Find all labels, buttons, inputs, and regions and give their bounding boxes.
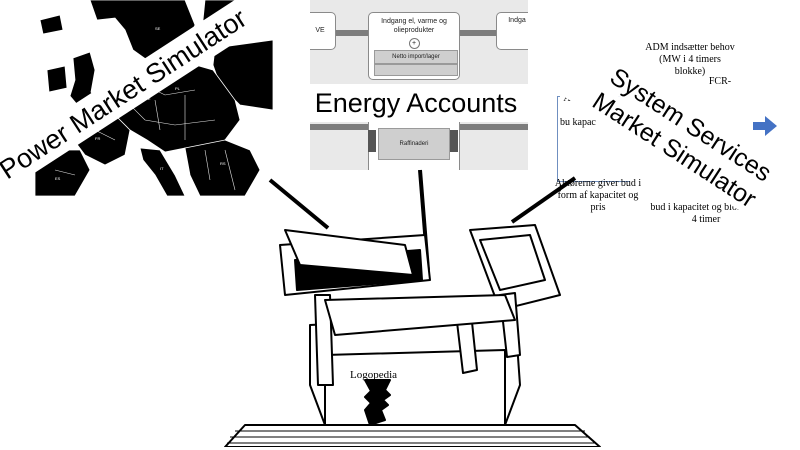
fcr-label: FCR- — [708, 76, 732, 87]
indgang-box-title: Indgang el, varme og olieprodukter — [381, 18, 447, 34]
map-region-balkans — [184, 139, 261, 196]
svg-text:PL: PL — [175, 86, 181, 91]
svg-text:ES: ES — [55, 176, 61, 181]
partial-box-text: bu kapac — [560, 117, 596, 128]
toolbox-logo-text: Logopedia — [350, 369, 397, 381]
map-region-north-sea-islands — [39, 14, 64, 35]
svg-text:SE: SE — [155, 26, 161, 31]
toolbox-body-front — [324, 349, 506, 426]
netto-import-row-2 — [374, 64, 458, 76]
toolbox-left-lid — [284, 229, 414, 276]
actors-bid-text: Aktørerne giver bud i form af kapacitet … — [554, 178, 642, 213]
toolbox-floor-hatching — [227, 430, 595, 444]
ve-box-label: VE — [315, 27, 325, 34]
toolbox-left-arm — [314, 294, 334, 386]
refinery-left-port — [368, 130, 376, 152]
toolbox-illustration: Logopedia — [224, 224, 601, 447]
toolbox-middle-tray — [324, 294, 516, 336]
refinery-right-port — [450, 130, 458, 152]
svg-text:NO: NO — [95, 36, 101, 41]
svg-text:RS: RS — [220, 161, 226, 166]
indgang-right-box: Indga — [496, 12, 528, 50]
map-region-italy — [139, 147, 186, 196]
map-region-ireland — [46, 65, 68, 93]
adm-demand-text: ADM indsætter behov (MW i 4 timers blokk… — [645, 42, 735, 77]
energy-accounts-title: Energy Accounts — [294, 84, 538, 122]
indgang-right-label: Indga — [508, 17, 526, 24]
toolbox-right-tray-inner — [479, 234, 546, 291]
add-plus-icon[interactable]: + — [408, 38, 420, 49]
toolbox-floor — [224, 424, 601, 447]
svg-text:IT: IT — [160, 166, 164, 171]
svg-text:FR: FR — [95, 136, 100, 141]
netto-import-row: Netto import/lager — [374, 50, 458, 64]
refinery-box: Raffinaderi — [378, 128, 450, 160]
toolbox-screw — [364, 379, 391, 426]
ve-box: VE — [310, 12, 336, 50]
bids-capacity-text: bud i kapacitet og blokke af 4 timer — [650, 202, 762, 225]
